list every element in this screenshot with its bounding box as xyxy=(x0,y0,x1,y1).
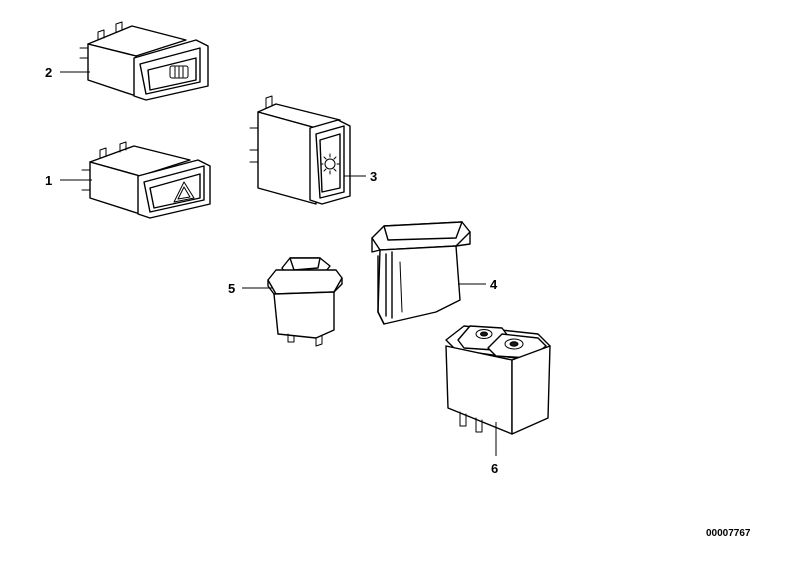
switch-part-2 xyxy=(79,21,209,101)
light-sun-icon xyxy=(320,153,340,175)
callout-labels: 2 1 3 4 5 6 xyxy=(45,65,498,476)
callout-2: 2 xyxy=(45,65,52,80)
callout-3: 3 xyxy=(370,169,377,184)
callout-4: 4 xyxy=(490,277,498,292)
leader-lines xyxy=(60,71,497,456)
callout-5: 5 xyxy=(228,281,235,296)
switch-part-1 xyxy=(81,141,211,219)
switch-part-6 xyxy=(445,325,551,435)
switch-part-4 xyxy=(371,221,471,325)
switch-part-5 xyxy=(267,257,343,347)
switch-part-3 xyxy=(249,95,351,205)
callout-6: 6 xyxy=(491,461,498,476)
rear-defroster-icon xyxy=(169,65,189,79)
diagram-part-number: 00007767 xyxy=(706,528,751,539)
hazard-triangle-icon xyxy=(173,181,195,203)
callout-1: 1 xyxy=(45,173,52,188)
